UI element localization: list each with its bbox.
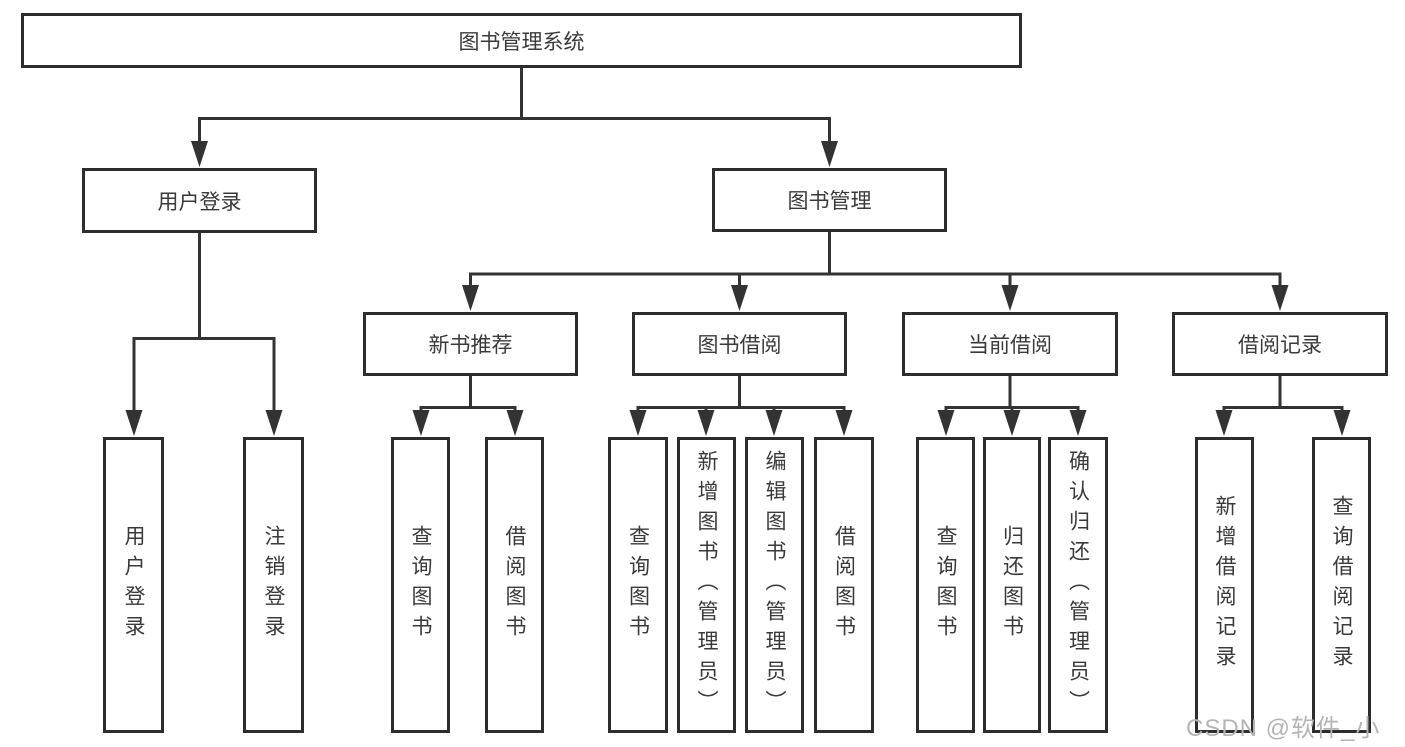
node-book-borrowing: 图书借阅 [632,312,847,376]
node-borrowing-records: 借阅记录 [1172,312,1388,376]
node-current-borrowing-label: 当前借阅 [968,334,1052,357]
leaf-return-books-label: 归还图书 [1000,525,1024,645]
node-book-management: 图书管理 [712,168,947,232]
node-user-login: 用户登录 [82,168,317,233]
leaf-query-borrow-record: 查询借阅记录 [1312,437,1371,733]
node-current-borrowing: 当前借阅 [902,312,1118,376]
leaf-add-borrow-record: 新增借阅记录 [1195,437,1254,733]
leaf-query-books-current-label: 查询图书 [934,525,957,645]
leaf-edit-books-admin: 编辑图书（管理员） [745,437,804,733]
leaf-logout-label: 注销登录 [262,525,285,645]
leaf-query-books-borrowing: 查询图书 [608,437,668,733]
watermark: CSDN @软件_小贺同学 [1186,715,1381,742]
leaf-add-books-admin-label: 新增图书（管理员） [695,450,718,720]
node-root-label: 图书管理系统 [458,30,585,54]
leaf-query-books-current: 查询图书 [916,437,975,733]
node-root: 图书管理系统 [21,13,1022,68]
leaf-query-books-borrowing-label: 查询图书 [626,525,650,645]
leaf-query-borrow-record-label: 查询借阅记录 [1330,495,1353,675]
leaf-edit-books-admin-label: 编辑图书（管理员） [763,450,786,720]
leaf-borrow-books-recommend-label: 借阅图书 [503,525,526,645]
leaf-borrow-books-label: 借阅图书 [832,525,856,645]
node-new-book-recommend: 新书推荐 [363,312,578,376]
leaf-logout: 注销登录 [243,437,304,733]
leaf-query-books-recommend-label: 查询图书 [409,525,432,645]
node-user-login-label: 用户登录 [157,190,242,214]
node-borrowing-records-label: 借阅记录 [1238,334,1322,357]
leaf-add-books-admin: 新增图书（管理员） [677,437,736,733]
leaf-user-login-label: 用户登录 [122,525,145,645]
node-book-borrowing-label: 图书借阅 [697,334,782,357]
leaf-confirm-return-admin: 确认归还（管理员） [1048,437,1108,733]
node-new-book-recommend-label: 新书推荐 [428,334,513,357]
leaf-borrow-books-recommend: 借阅图书 [485,437,544,733]
leaf-confirm-return-admin-label: 确认归还（管理员） [1066,450,1090,720]
leaf-query-books-recommend: 查询图书 [391,437,450,733]
leaf-add-borrow-record-label: 新增借阅记录 [1213,495,1236,675]
node-book-management-label: 图书管理 [787,190,872,213]
leaf-return-books: 归还图书 [983,437,1041,733]
leaf-borrow-books: 借阅图书 [814,437,874,733]
leaf-user-login: 用户登录 [103,437,164,733]
